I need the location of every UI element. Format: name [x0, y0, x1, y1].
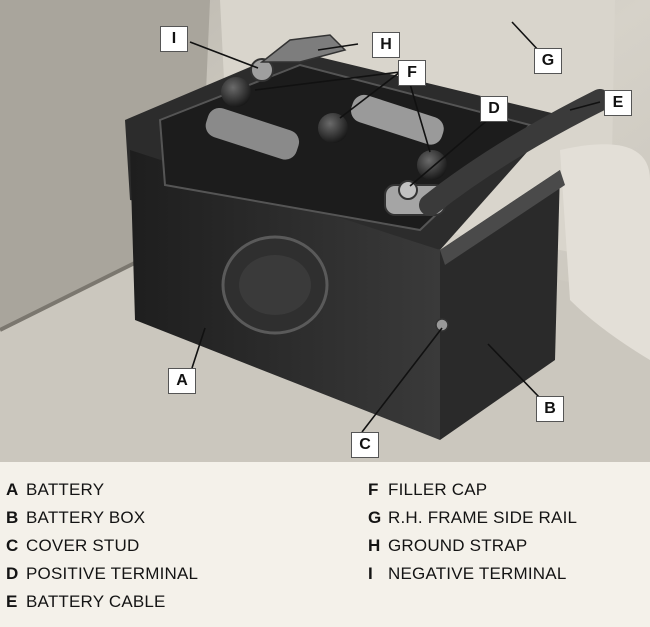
callout-h: H	[372, 32, 400, 58]
battery-box-rim	[440, 170, 565, 265]
legend-letter: F	[368, 480, 379, 499]
legend-item: C COVER STUD	[6, 532, 198, 560]
ground-strap-shape	[259, 34, 347, 63]
battery-badge-inner	[239, 255, 311, 315]
filler-cap-2	[318, 113, 348, 143]
legend-text: FILLER CAP	[388, 480, 488, 499]
legend-letter: E	[6, 592, 18, 611]
legend-letter: G	[368, 508, 382, 527]
cover-stud-shape	[435, 318, 449, 332]
legend-item: I NEGATIVE TERMINAL	[368, 560, 577, 588]
legend-item: B BATTERY BOX	[6, 504, 198, 532]
legend-item: G R.H. FRAME SIDE RAIL	[368, 504, 577, 532]
legend-text: COVER STUD	[26, 536, 140, 555]
positive-terminal-post	[398, 180, 418, 200]
callout-i: I	[160, 26, 188, 52]
legend-item: F FILLER CAP	[368, 476, 577, 504]
legend-letter: H	[368, 536, 381, 555]
legend-text: POSITIVE TERMINAL	[26, 564, 199, 583]
legend-item: H GROUND STRAP	[368, 532, 577, 560]
cell-connector-left	[205, 107, 300, 160]
callout-b: B	[536, 396, 564, 422]
legend-text: BATTERY BOX	[26, 508, 146, 527]
callout-e: E	[604, 90, 632, 116]
callout-d: D	[480, 96, 508, 122]
legend-letter: B	[6, 508, 19, 527]
legend-column-right: F FILLER CAP G R.H. FRAME SIDE RAIL H GROUN…	[368, 476, 577, 588]
callout-a: A	[168, 368, 196, 394]
battery-installation-photo	[0, 0, 650, 462]
legend-item: D POSITIVE TERMINAL	[6, 560, 198, 588]
legend-letter: C	[6, 536, 19, 555]
callout-c: C	[351, 432, 379, 458]
parts-legend: A BATTERY B BATTERY BOX C COVER STUD D POSIT…	[0, 470, 650, 620]
legend-text: BATTERY CABLE	[26, 592, 166, 611]
legend-item: E BATTERY CABLE	[6, 588, 198, 616]
legend-text: NEGATIVE TERMINAL	[388, 564, 567, 583]
legend-text: R.H. FRAME SIDE RAIL	[388, 508, 578, 527]
callout-f: F	[398, 60, 426, 86]
filler-cap-3	[417, 150, 447, 180]
legend-text: GROUND STRAP	[388, 536, 528, 555]
legend-text: BATTERY	[26, 480, 105, 499]
legend-item: A BATTERY	[6, 476, 198, 504]
legend-column-left: A BATTERY B BATTERY BOX C COVER STUD D POSIT…	[6, 476, 198, 616]
legend-letter: A	[6, 480, 19, 499]
battery-cable-shape	[419, 89, 611, 216]
legend-letter: D	[6, 564, 19, 583]
leader-lines	[189, 21, 601, 433]
filler-cap-1	[221, 77, 251, 107]
negative-terminal-post	[250, 58, 274, 82]
cell-connector-right	[350, 94, 444, 145]
callout-g: G	[534, 48, 562, 74]
legend-letter: I	[368, 564, 373, 583]
right-fender	[560, 144, 650, 360]
